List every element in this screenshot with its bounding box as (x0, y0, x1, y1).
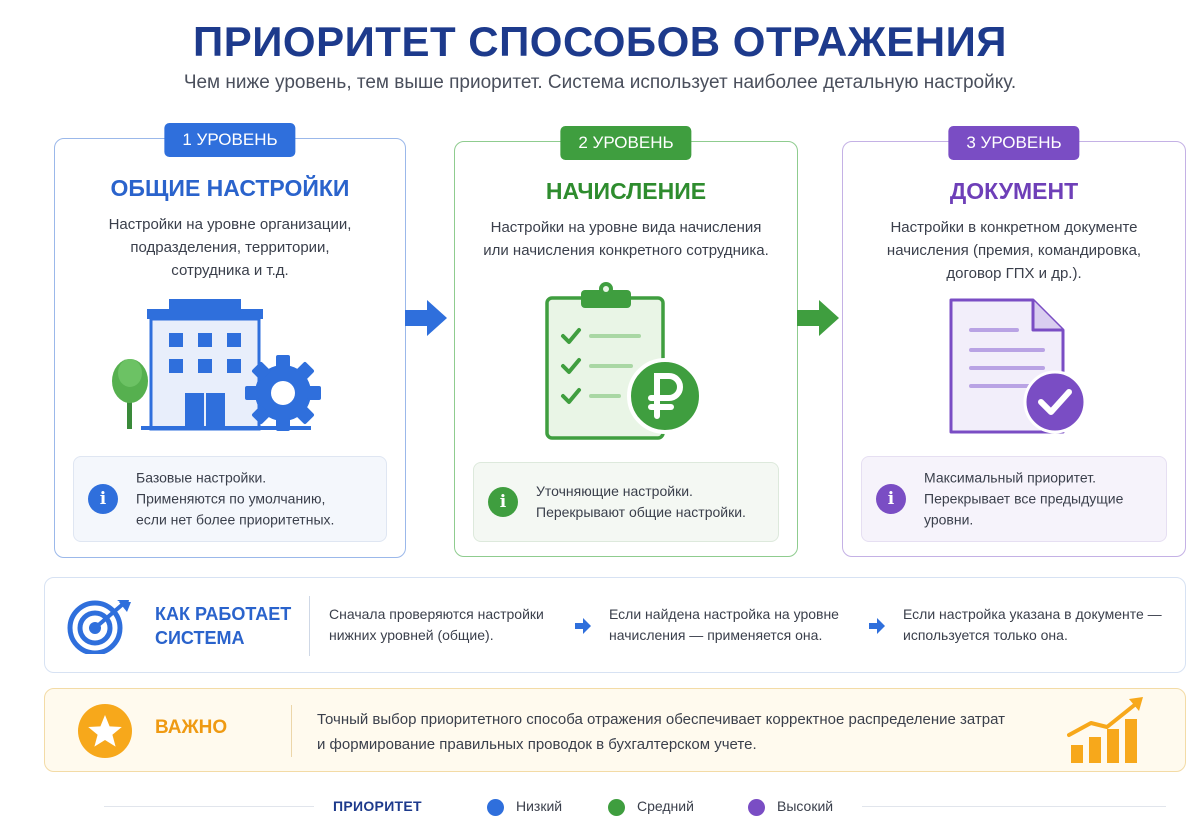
level-note-text-3: Максимальный приоритет. Перекрывает все … (924, 469, 1124, 528)
level-card-2: 2 УРОВЕНЬ НАЧИСЛЕНИЕ Настройки на уровне… (454, 126, 798, 557)
legend-line (862, 806, 1166, 807)
how-step-2: Если найдена настройка на уровне начисле… (609, 606, 839, 643)
legend-item-low: Низкий (516, 798, 563, 814)
arrow-right-icon (869, 618, 885, 634)
how-it-works-panel: КАК РАБОТАЕТ СИСТЕМА Сначала проверяются… (44, 577, 1186, 673)
growth-chart-icon (1067, 697, 1143, 763)
important-title: ВАЖНО (155, 717, 228, 738)
how-it-works-title: КАК РАБОТАЕТ СИСТЕМА (155, 604, 292, 648)
info-icon: i (88, 484, 118, 514)
divider (291, 705, 292, 757)
level-badge-2: 2 УРОВЕНЬ (560, 126, 692, 160)
level-title-2: НАЧИСЛЕНИЕ (545, 178, 707, 204)
target-icon (67, 600, 131, 654)
level-badge-1: 1 УРОВЕНЬ (164, 123, 296, 157)
level-description-3: Настройки в конкретном документе начисле… (886, 219, 1142, 282)
star-icon (78, 704, 132, 758)
arrow-right-icon (405, 300, 447, 336)
level-description-1: Настройки на уровне организации, подразд… (108, 216, 352, 279)
level-title-3: ДОКУМЕНТ (949, 178, 1079, 204)
level-note-2: i Уточняющие настройки. Перекрывают общи… (473, 462, 779, 542)
legend-dot-medium (608, 799, 625, 816)
legend-title: ПРИОРИТЕТ (333, 798, 422, 814)
important-panel: ВАЖНО Точный выбор приоритетного способа… (44, 688, 1186, 772)
level-note-3: i Максимальный приоритет. Перекрывает вс… (861, 456, 1167, 542)
level-title-1: ОБЩИЕ НАСТРОЙКИ (110, 175, 350, 201)
level-badge-3: 3 УРОВЕНЬ (948, 126, 1080, 160)
legend-item-high: Высокий (777, 798, 834, 814)
page-subtitle: Чем ниже уровень, тем выше приоритет. Си… (183, 72, 1017, 93)
arrow-right-icon (797, 300, 839, 336)
legend-line (104, 806, 314, 807)
level-card-3: 3 УРОВЕНЬ ДОКУМЕНТ Настройки в конкретно… (842, 126, 1186, 557)
page-title: ПРИОРИТЕТ СПОСОБОВ ОТРАЖЕНИЯ (193, 18, 1007, 65)
building-gear-icon (112, 299, 321, 431)
level-note-1: i Базовые настройки. Применяются по умол… (73, 456, 387, 542)
how-step-1: Сначала проверяются настройки нижних уро… (329, 606, 544, 643)
info-icon: i (488, 487, 518, 517)
level-description-2: Настройки на уровне вида начисления или … (483, 219, 769, 259)
clipboard-ruble-icon (545, 282, 703, 440)
important-text: Точный выбор приоритетного способа отраж… (317, 711, 1005, 753)
level-card-1: 1 УРОВЕНЬ ОБЩИЕ НАСТРОЙКИ Настройки на у… (54, 123, 406, 558)
divider (309, 596, 310, 656)
info-icon: i (876, 484, 906, 514)
legend-dot-low (487, 799, 504, 816)
legend-item-medium: Средний (637, 798, 694, 814)
arrow-right-icon (575, 618, 591, 634)
document-check-icon (949, 298, 1087, 434)
how-step-3: Если настройка указана в документе — исп… (903, 606, 1162, 643)
legend-dot-high (748, 799, 765, 816)
level-note-text-2: Уточняющие настройки. Перекрывают общие … (536, 483, 746, 520)
level-note-text-1: Базовые настройки. Применяются по умолча… (136, 469, 335, 528)
